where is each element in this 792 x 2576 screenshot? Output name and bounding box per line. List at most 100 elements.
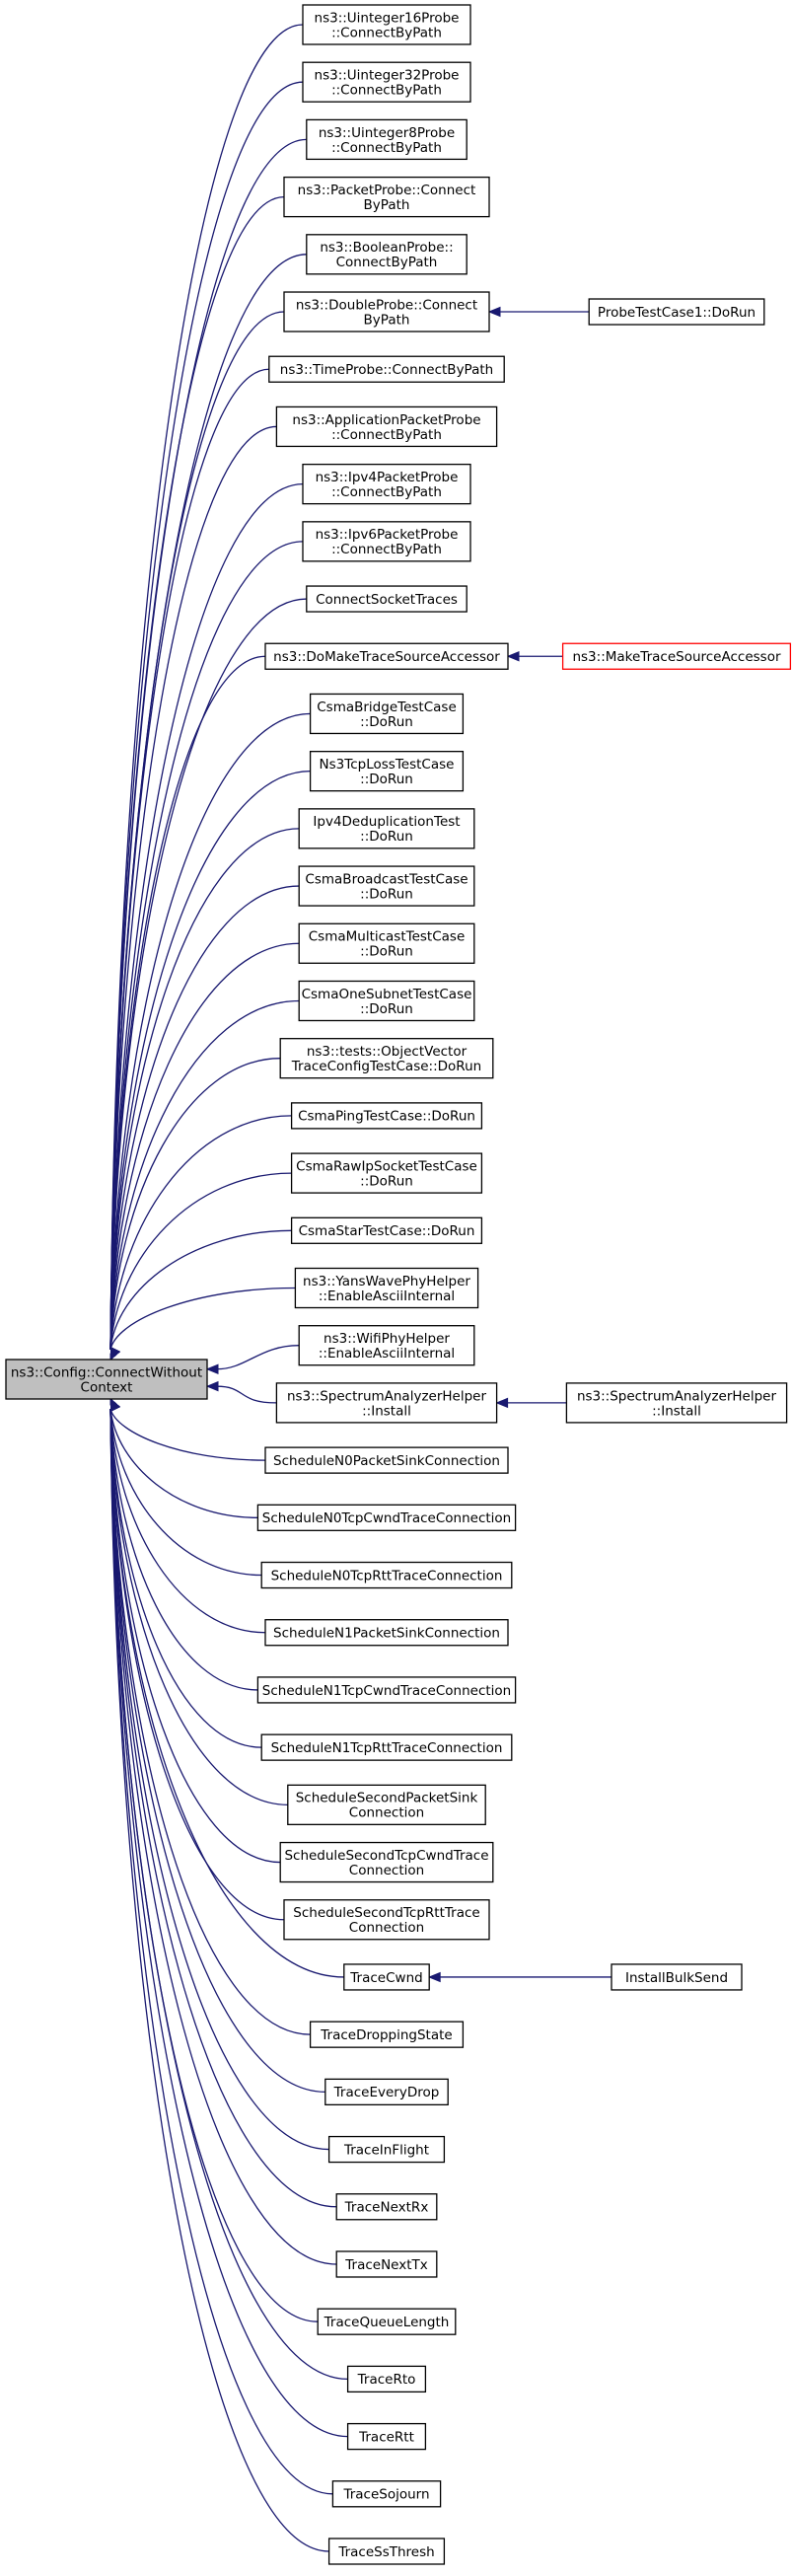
node-ns3-doubleprobe-connect-bypath[interactable]: ns3::DoubleProbe::ConnectByPath xyxy=(283,291,490,332)
node-box xyxy=(264,1619,509,1647)
node-label: ns3::Uinteger32Probe xyxy=(315,68,460,84)
node-csmaonesubnettestcase-dorun[interactable]: CsmaOneSubnetTestCase::DoRun xyxy=(298,980,475,1022)
node-label: ns3::MakeTraceSourceAccessor xyxy=(572,649,780,665)
node-label: ::DoRun xyxy=(360,714,413,730)
node-label: TraceCwnd xyxy=(349,1970,422,1986)
node-box xyxy=(290,1152,483,1194)
node-ns3-timeprobe-connectbypath[interactable]: ns3::TimeProbe::ConnectByPath xyxy=(268,355,505,383)
node-connectsockettraces[interactable]: ConnectSocketTraces xyxy=(306,585,468,613)
node-schedulen1packetsinkconnection[interactable]: ScheduleN1PacketSinkConnection xyxy=(264,1619,509,1647)
node-box xyxy=(309,2021,465,2048)
node-csmamulticasttestcase-dorun[interactable]: CsmaMulticastTestCase::DoRun xyxy=(298,922,475,964)
node-ipv4deduplicationtest-dorun[interactable]: Ipv4DeduplicationTest::DoRun xyxy=(298,808,475,849)
node-box xyxy=(290,1102,483,1130)
node-label: TraceConfigTestCase::DoRun xyxy=(291,1059,481,1074)
edge-arrowhead xyxy=(109,1397,120,1412)
node-schedulen1tcprtttraceconnection[interactable]: ScheduleN1TcpRttTraceConnection xyxy=(260,1733,513,1761)
node-box xyxy=(306,234,468,275)
node-csmapingtestcase-dorun[interactable]: CsmaPingTestCase::DoRun xyxy=(290,1102,483,1130)
node-ns3-yanswavephyhelper-enableasciiinternal[interactable]: ns3::YansWavePhyHelper::EnableAsciiInter… xyxy=(294,1267,479,1309)
node-probetestcase1-dorun[interactable]: ProbeTestCase1::DoRun xyxy=(588,298,765,326)
edge-tracenexttx-to-focus xyxy=(109,1408,337,2265)
edge-ns3-applicationpacketprobe-connectbypath-to-focus xyxy=(109,425,277,1351)
node-ns3-ipv6packetprobe-connectbypath[interactable]: ns3::Ipv6PacketProbe::ConnectByPath xyxy=(302,521,471,562)
node-box xyxy=(268,355,505,383)
node-label: TraceSojourn xyxy=(342,2487,429,2503)
node-csmarawipsockettestcase-dorun[interactable]: CsmaRawIpSocketTestCase::DoRun xyxy=(290,1152,483,1194)
node-csmastartestcase-dorun[interactable]: CsmaStarTestCase::DoRun xyxy=(290,1216,483,1244)
node-tracerto[interactable]: TraceRto xyxy=(346,2365,427,2393)
node-label: ns3::Config::ConnectWithout xyxy=(11,1364,202,1380)
node-box xyxy=(335,2193,438,2221)
node-label: ::DoRun xyxy=(360,944,413,960)
node-box xyxy=(302,61,471,103)
node-tracessthresh[interactable]: TraceSsThresh xyxy=(327,2538,446,2565)
edge-ns3-wifiphyhelper-enableasciiinternal-to-focus xyxy=(216,1345,300,1370)
node-box xyxy=(317,2308,457,2335)
node-ns3-domaketracesourceaccessor[interactable]: ns3::DoMakeTraceSourceAccessor xyxy=(264,642,509,670)
node-label: ns3::DoubleProbe::Connect xyxy=(296,297,477,313)
node-label: Context xyxy=(81,1379,133,1395)
edge-schedulesecondpacketsink-connection-to-focus xyxy=(109,1408,288,1805)
node-label: ScheduleSecondPacketSink xyxy=(296,1791,478,1806)
node-ns3-uinteger16probe-connectbypath[interactable]: ns3::Uinteger16Probe::ConnectByPath xyxy=(302,4,471,45)
node-tracenextrx[interactable]: TraceNextRx xyxy=(335,2193,438,2221)
node-label: ::ConnectByPath xyxy=(331,542,442,557)
node-box xyxy=(335,2250,438,2278)
node-box xyxy=(611,1963,743,1991)
node-label: Ipv4DeduplicationTest xyxy=(313,814,460,830)
edge-arrowhead xyxy=(109,1347,120,1362)
node-label: CsmaRawIpSocketTestCase xyxy=(296,1158,477,1174)
node-schedulen1tcpcwndtraceconnection[interactable]: ScheduleN1TcpCwndTraceConnection xyxy=(256,1676,517,1704)
node-tracedroppingstate[interactable]: TraceDroppingState xyxy=(309,2021,465,2048)
node-label: CsmaOneSubnetTestCase xyxy=(302,987,472,1002)
node-csmabroadcasttestcase-dorun[interactable]: CsmaBroadcastTestCase::DoRun xyxy=(298,865,475,907)
node-label: ScheduleN1PacketSinkConnection xyxy=(273,1626,500,1642)
node-ns3-ipv4packetprobe-connectbypath[interactable]: ns3::Ipv4PacketProbe::ConnectByPath xyxy=(302,463,471,505)
node-ns3-wifiphyhelper-enableasciiinternal[interactable]: ns3::WifiPhyHelper::EnableAsciiInternal xyxy=(298,1325,475,1366)
node-ns3-spectrumanalyzerhelper-install[interactable]: ns3::SpectrumAnalyzerHelper::Install xyxy=(275,1382,498,1424)
node-box xyxy=(565,1382,788,1424)
node-tracesojourn[interactable]: TraceSojourn xyxy=(331,2480,442,2508)
node-label: ::ConnectByPath xyxy=(331,484,442,500)
node-label: ::DoRun xyxy=(360,1173,413,1189)
node-csmabridgetestcase-dorun[interactable]: CsmaBridgeTestCase::DoRun xyxy=(309,693,465,735)
node-tracequeuelength[interactable]: TraceQueueLength xyxy=(317,2308,457,2335)
node-traceinflight[interactable]: TraceInFlight xyxy=(327,2135,446,2164)
node-label: ns3::YansWavePhyHelper xyxy=(303,1274,470,1289)
node-box xyxy=(346,2422,427,2451)
node-ns3-uinteger32probe-connectbypath[interactable]: ns3::Uinteger32Probe::ConnectByPath xyxy=(302,61,471,103)
node-box xyxy=(298,1325,475,1366)
node-ns3-maketracesourceaccessor[interactable]: ns3::MakeTraceSourceAccessor xyxy=(561,642,792,670)
node-label: ns3::Ipv6PacketProbe xyxy=(316,527,459,543)
node-label: ns3::SpectrumAnalyzerHelper xyxy=(287,1388,487,1404)
node-ns3-tests-objectvector-traceconfigtestcase-dorun[interactable]: ns3::tests::ObjectVectorTraceConfigTestC… xyxy=(279,1038,494,1079)
node-tracenexttx[interactable]: TraceNextTx xyxy=(335,2250,438,2278)
node-installbulksend[interactable]: InstallBulkSend xyxy=(611,1963,743,1991)
node-schedulen0tcpcwndtraceconnection[interactable]: ScheduleN0TcpCwndTraceConnection xyxy=(256,1504,517,1531)
node-box xyxy=(327,2135,446,2164)
node-ns3-spectrumanalyzerhelper-install[interactable]: ns3::SpectrumAnalyzerHelper::Install xyxy=(565,1382,788,1424)
node-label: ns3::Uinteger16Probe xyxy=(315,10,460,26)
node-tracertt[interactable]: TraceRtt xyxy=(346,2422,427,2451)
node-box xyxy=(298,980,475,1022)
node-box xyxy=(306,585,468,613)
node-ns3-uinteger8probe-connectbypath[interactable]: ns3::Uinteger8Probe::ConnectByPath xyxy=(306,118,468,161)
node-label: Connection xyxy=(349,1920,424,1936)
node-schedulen0tcprtttraceconnection[interactable]: ScheduleN0TcpRttTraceConnection xyxy=(260,1561,513,1589)
node-label: ::DoRun xyxy=(360,886,413,902)
node-ns3tcplosstestcase-dorun[interactable]: Ns3TcpLossTestCase::DoRun xyxy=(309,751,465,792)
node-tracecwnd[interactable]: TraceCwnd xyxy=(343,1963,430,1991)
node-schedulen0packetsinkconnection[interactable]: ScheduleN0PacketSinkConnection xyxy=(264,1446,509,1474)
node-traceeverydrop[interactable]: TraceEveryDrop xyxy=(324,2078,449,2106)
edge-schedulen0tcpcwndtraceconnection-to-focus xyxy=(109,1408,258,1518)
node-ns3-packetprobe-connect-bypath[interactable]: ns3::PacketProbe::ConnectByPath xyxy=(283,176,490,218)
node-ns3-booleanprobe-connectbypath[interactable]: ns3::BooleanProbe::ConnectByPath xyxy=(306,234,468,275)
node-box xyxy=(324,2078,449,2106)
edge-ipv4deduplicationtest-dorun-to-focus xyxy=(109,828,300,1351)
node-ns3-applicationpacketprobe-connectbypath[interactable]: ns3::ApplicationPacketProbe::ConnectByPa… xyxy=(275,405,498,448)
